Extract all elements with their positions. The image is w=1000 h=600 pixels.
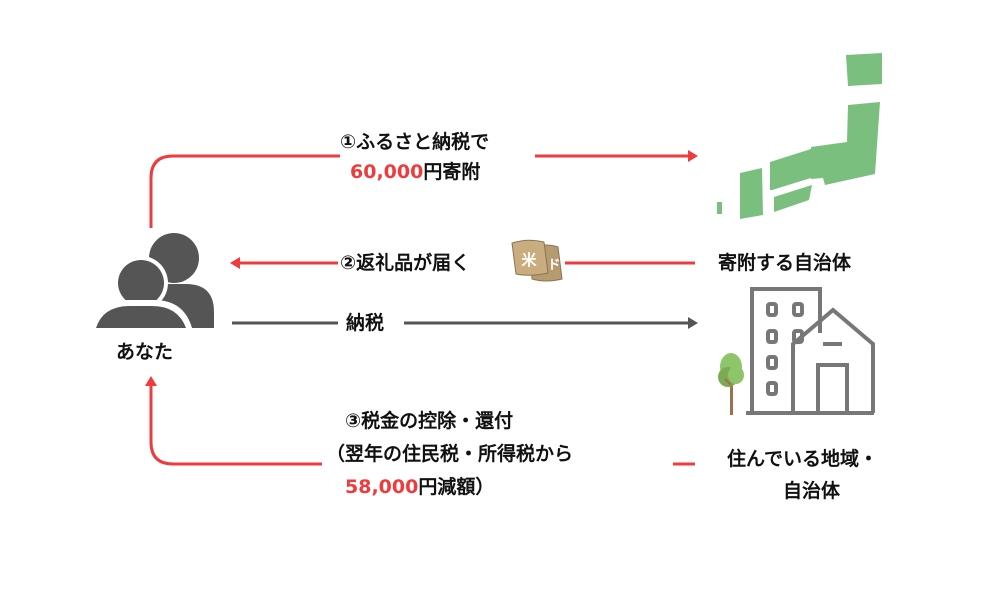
step3-line3: 58,000円減額） [345, 473, 495, 501]
tax-text: 納税 [346, 309, 385, 337]
city-building-icon [718, 287, 875, 415]
step1-arrowhead [688, 150, 698, 162]
rice-bag-icon: 米 ド [511, 239, 563, 282]
people-icon [90, 233, 214, 328]
step2-text: ②返礼品が届く [340, 249, 471, 277]
step1-suffix: 円寄附 [423, 161, 481, 183]
step3-amount: 58,000 [345, 476, 419, 498]
home-municipality-label-line2: 自治体 [783, 477, 841, 505]
step2-arrowhead [230, 257, 240, 269]
tax-arrowhead [688, 317, 698, 329]
step1-text: ①ふるさと納税で [340, 131, 490, 153]
japan-map-icon [717, 53, 882, 219]
step3-arrowhead [145, 376, 157, 386]
step3-suffix: 円減額） [418, 476, 495, 498]
donation-municipality-label: 寄附する自治体 [718, 249, 852, 277]
step3-line1: ③税金の控除・還付 [345, 407, 514, 435]
svg-text:米: 米 [521, 251, 537, 269]
step1-amount: 60,000 [350, 161, 424, 183]
you-label: あなた [116, 338, 174, 366]
step3-arrow [149, 386, 695, 466]
step1-amount-line: 60,000円寄附 [350, 158, 481, 186]
step3-line2: （翌年の住民税・所得税から [326, 440, 574, 468]
svg-text:ド: ド [547, 258, 560, 273]
step1-arrow [149, 154, 688, 228]
home-municipality-label-line1: 住んでいる地域・ [727, 445, 879, 473]
